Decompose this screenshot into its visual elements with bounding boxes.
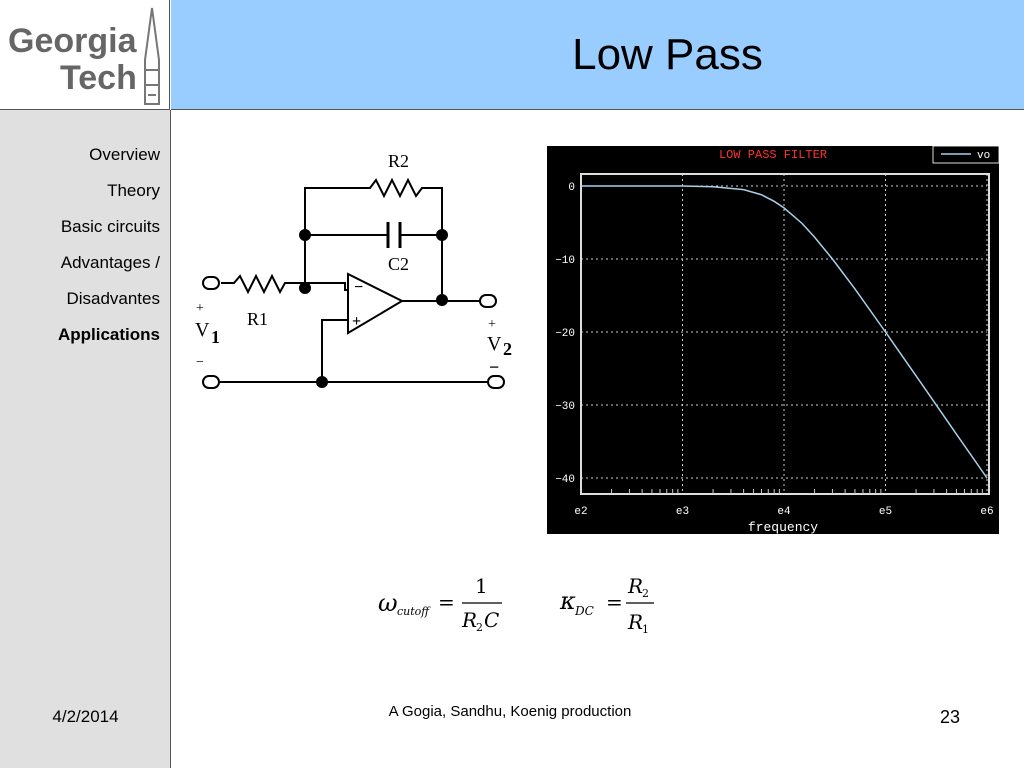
legend-label: vo bbox=[977, 150, 990, 162]
chart-grid bbox=[580, 174, 988, 494]
page-title: Low Pass bbox=[572, 30, 763, 79]
x-tick-label: e5 bbox=[879, 506, 892, 518]
y-tick-label: 0 bbox=[568, 182, 575, 194]
opamp-noninverting-sign: + bbox=[352, 313, 361, 330]
r2-label: R2 bbox=[388, 151, 409, 171]
v1-plus: + bbox=[196, 301, 204, 316]
v2-plus: + bbox=[488, 317, 496, 332]
x-tick-label: e2 bbox=[574, 506, 587, 518]
r1-label: R1 bbox=[247, 309, 268, 329]
series-vo-line bbox=[581, 185, 988, 479]
title-bar: Low Pass bbox=[171, 0, 1024, 110]
v1-subscript: 1 bbox=[211, 327, 220, 347]
v1-minus: − bbox=[196, 355, 204, 370]
numerator-1: 1 bbox=[475, 574, 488, 598]
v2-minus: − bbox=[489, 357, 499, 377]
denominator-r-sub: 2 bbox=[476, 621, 483, 634]
x-axis-label: frequency bbox=[748, 520, 818, 534]
denominator2-r: R bbox=[627, 610, 643, 634]
x-tick-label: e4 bbox=[777, 506, 791, 518]
denominator-r: R bbox=[461, 608, 477, 632]
denominator2-r-sub: 1 bbox=[642, 623, 649, 636]
chart-legend: vo bbox=[932, 146, 999, 164]
formula-block: ω cutoff = 1 R 2 C κ DC = R 2 R 1 bbox=[378, 574, 654, 636]
sidebar-item-applications[interactable]: Applications bbox=[57, 325, 160, 344]
logo-line2: Tech bbox=[60, 59, 137, 97]
x-tick-label: e3 bbox=[676, 506, 689, 518]
slide-credit: A Gogia, Sandhu, Koenig production bbox=[388, 703, 632, 720]
c2-label: C2 bbox=[388, 254, 409, 274]
sidebar-item-basic-circuits[interactable]: Basic circuits bbox=[60, 217, 160, 236]
dc-subscript: DC bbox=[574, 604, 594, 618]
cutoff-subscript: cutoff bbox=[397, 605, 431, 618]
y-tick-label: −10 bbox=[555, 255, 575, 267]
v2-letter: V bbox=[487, 333, 502, 355]
sidebar-item-advantages[interactable]: Advantages / bbox=[60, 253, 160, 272]
kappa-symbol: κ bbox=[559, 587, 576, 615]
chart-ticks: e2 e3 e4 e5 e6 0 −10 −20 −30 −40 bbox=[555, 182, 993, 518]
sidebar-item-theory[interactable]: Theory bbox=[107, 181, 160, 200]
logo-line1: Georgia bbox=[8, 22, 138, 60]
sidebar-nav: Overview Theory Basic circuits Advantage… bbox=[0, 110, 171, 768]
numerator-r: R bbox=[627, 574, 643, 598]
chart-title: LOW PASS FILTER bbox=[719, 148, 827, 162]
v1-letter: V bbox=[195, 319, 210, 341]
denominator-c: C bbox=[484, 608, 499, 632]
slide-date: 4/2/2014 bbox=[52, 707, 119, 726]
page-number: 23 bbox=[939, 707, 961, 727]
sidebar-item-overview[interactable]: Overview bbox=[89, 145, 160, 164]
y-tick-label: −30 bbox=[555, 401, 575, 413]
x-tick-label: e6 bbox=[980, 506, 993, 518]
v2-subscript: 2 bbox=[503, 339, 512, 359]
logo-area: Georgia Tech bbox=[0, 0, 170, 110]
equals-sign-1: = bbox=[438, 590, 455, 614]
y-tick-label: −40 bbox=[555, 474, 575, 486]
circuit-diagram: R2 C2 R1 − + + V 1 − + V 2 − bbox=[195, 151, 512, 389]
opamp-inverting-sign: − bbox=[354, 279, 363, 296]
georgia-tech-logo: Georgia Tech bbox=[8, 7, 160, 105]
sidebar-item-disadvantes[interactable]: Disadvantes bbox=[66, 289, 160, 308]
plot-frame bbox=[580, 173, 990, 495]
y-tick-label: −20 bbox=[555, 328, 575, 340]
omega-symbol: ω bbox=[378, 589, 398, 617]
equals-sign-2: = bbox=[606, 590, 623, 614]
tower-icon bbox=[144, 7, 160, 105]
numerator-r-sub: 2 bbox=[642, 587, 649, 600]
